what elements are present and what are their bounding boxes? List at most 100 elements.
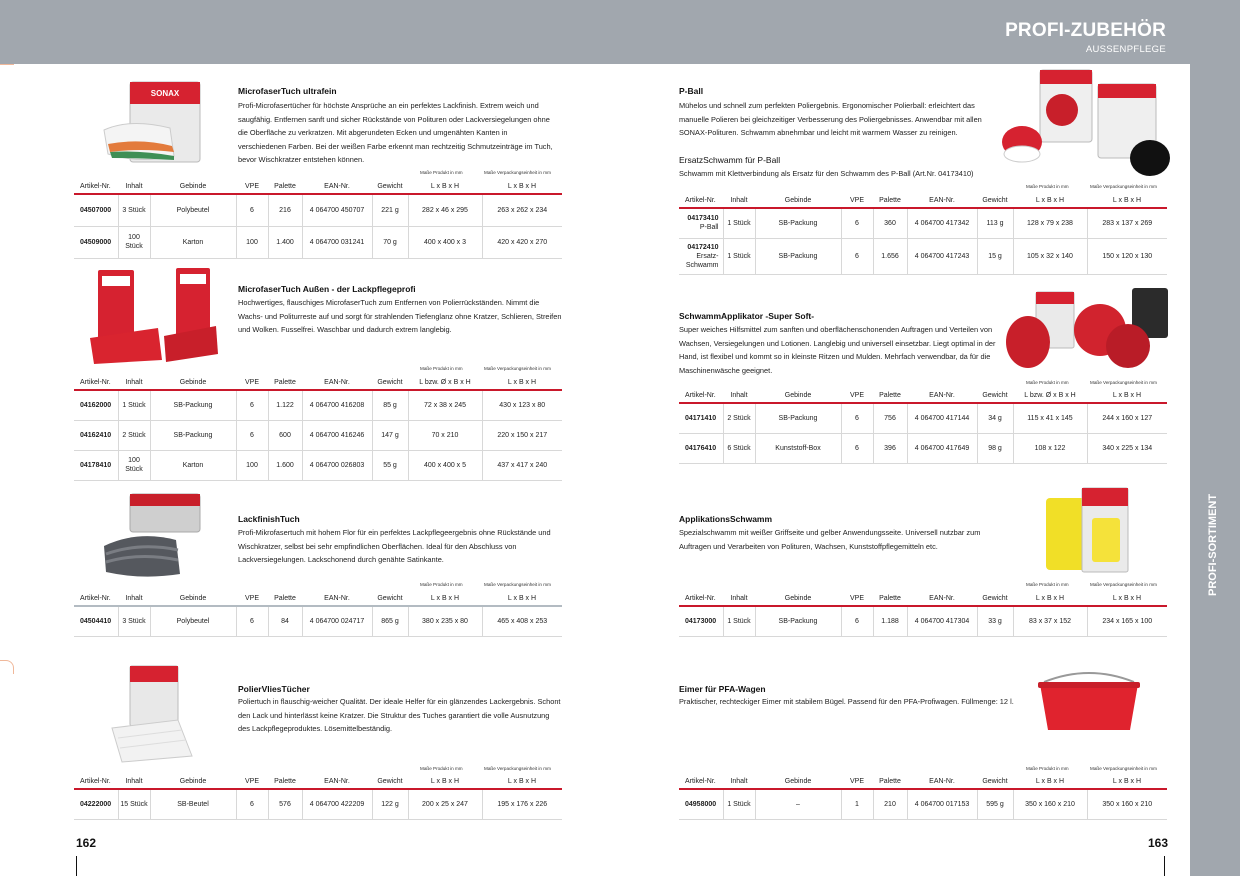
lackfinish-towel-image [104,493,201,577]
dim-note-product: Maße Produkt in mm [1026,380,1069,385]
spec-table: Artikel-Nr. Inhalt Gebinde VPE Palette E… [679,775,1167,820]
cell: – [755,789,842,820]
cell: 1 Stück [723,208,756,239]
col-header: EAN-Nr. [302,592,372,607]
cell: 210 [873,789,908,820]
cell: 465 x 408 x 253 [482,606,562,637]
cell: 04958000 [679,789,724,820]
corner-line-left-bottom [0,660,14,674]
cell: 4 064700 416246 [302,420,373,451]
col-header: VPE [236,775,268,790]
cell: 1.656 [873,238,908,275]
cell: 283 x 137 x 269 [1087,208,1167,239]
table-row: 04178410 100 Stück Karton 100 1.600 4 06… [74,450,562,481]
cell: 234 x 165 x 100 [1087,606,1167,637]
cell: 1 Stück [118,390,151,421]
table-row: 04222000 15 Stück SB-Beutel 6 576 4 0647… [74,789,562,820]
cell: 85 g [372,390,409,421]
cell: 350 x 160 x 210 [1013,789,1088,820]
col-header: Inhalt [118,376,150,391]
col-header: Gebinde [150,180,236,195]
col-header: Inhalt [723,194,755,209]
col-header: Inhalt [118,775,150,790]
col-header: Gewicht [977,389,1013,404]
cell: 380 x 235 x 80 [408,606,483,637]
dim-note-product: Maße Produkt in mm [420,582,463,587]
col-header: EAN-Nr. [907,389,977,404]
cell: 100 Stück [118,226,151,259]
cell: 04162410 [74,420,119,451]
cell: 4 064700 417342 [907,208,978,239]
col-header: Palette [873,592,907,607]
col-header: L x B x H [1087,389,1167,404]
cell: 128 x 79 x 238 [1013,208,1088,239]
col-header: Artikel-Nr. [679,592,723,607]
cell: 4 064700 017153 [907,789,978,820]
table-row: 04173000 1 Stück SB-Packung 6 1.188 4 06… [679,606,1167,637]
cell: 04509000 [74,226,119,259]
cell: 147 g [372,420,409,451]
cell: 360 [873,208,908,239]
cell: 6 [236,390,269,421]
cell: 72 x 38 x 245 [408,390,483,421]
col-header: Artikel-Nr. [74,180,118,195]
table-header-row: Artikel-Nr. Inhalt Gebinde VPE Palette E… [679,592,1167,607]
cell: 100 [236,450,269,481]
col-header: Artikel-Nr. [74,376,118,391]
spec-table: Artikel-Nr. Inhalt Gebinde VPE Palette E… [679,389,1167,464]
header-band [0,0,1240,64]
cell: 430 x 123 x 80 [482,390,562,421]
dim-note-package: Maße Verpackungseinheit in mm [1090,766,1157,771]
cell: SB-Packung [755,208,842,239]
side-label: PROFI-SORTIMENT [1207,493,1219,596]
product-description: Profi-Microfasertücher für höchste Anspr… [238,101,553,164]
col-header: Inhalt [723,389,755,404]
col-header: L x B x H [482,592,562,607]
col-header: Gewicht [372,775,408,790]
table-header-row: Artikel-Nr. Inhalt Gebinde VPE Palette E… [679,775,1167,790]
product-description: Hochwertiges, flauschiges MicrofaserTuch… [238,298,562,334]
cell: 4 064700 024717 [302,606,373,637]
col-header: L x B x H [1013,194,1087,209]
cell: 04178410 [74,450,119,481]
cell: 195 x 176 x 226 [482,789,562,820]
dim-note-product: Maße Produkt in mm [1026,766,1069,771]
col-header: Palette [873,775,907,790]
col-header: Palette [873,194,907,209]
cell: 150 x 120 x 130 [1087,238,1167,275]
bucket-image [1038,672,1140,730]
microfiber-aussen-image [90,268,218,364]
cell: 100 Stück [118,450,151,481]
application-sponge-image [1046,487,1129,573]
col-header: Gebinde [150,775,236,790]
dim-note-package: Maße Verpackungseinheit in mm [1090,380,1157,385]
table-header-row: Artikel-Nr. Inhalt Gebinde VPE Palette E… [74,592,562,607]
col-header: Gewicht [372,592,408,607]
col-header: Gewicht [977,775,1013,790]
col-header: Inhalt [118,592,150,607]
cell: 04222000 [74,789,119,820]
dim-note-product: Maße Produkt in mm [420,766,463,771]
cell: 437 x 417 x 240 [482,450,562,481]
cell: Karton [150,226,237,259]
cell: 2 Stück [118,420,151,451]
col-header: Gebinde [755,389,841,404]
col-header: L x B x H [1087,775,1167,790]
col-header: Artikel-Nr. [74,592,118,607]
cell: 200 x 25 x 247 [408,789,483,820]
spec-table: Artikel-Nr. Inhalt Gebinde VPE Palette E… [74,592,562,637]
cell: 4 064700 417304 [907,606,978,637]
product-title: PolierVliesTücher [238,684,310,694]
cell: 98 g [977,433,1014,464]
cell: 04507000 [74,194,119,227]
col-header: L x B x H [482,376,562,391]
col-header: L bzw. Ø x B x H [408,376,482,391]
col-header: VPE [236,180,268,195]
col-header: EAN-Nr. [907,775,977,790]
cell: 04504410 [74,606,119,637]
cell: SB-Packung [755,403,842,434]
col-header: L x B x H [1087,194,1167,209]
col-header: Artikel-Nr. [679,775,723,790]
col-header: Gewicht [372,180,408,195]
cell: SB-Packung [150,390,237,421]
